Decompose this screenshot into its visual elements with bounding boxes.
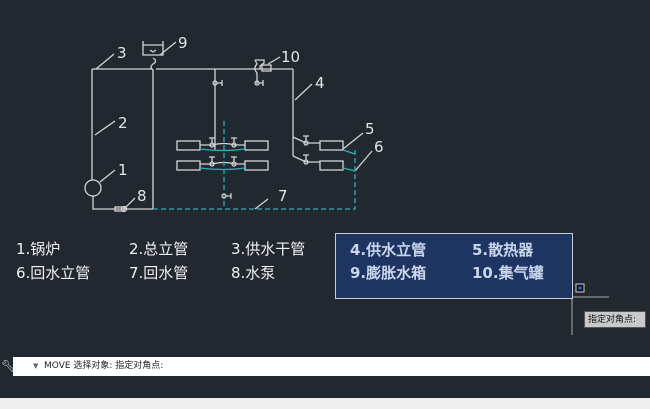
legend-item: 8.水泵: [231, 264, 276, 282]
selection-window[interactable]: 4.供水立管 5.散热器 9.膨胀水箱 10.集气罐: [335, 233, 573, 299]
return-lines: [153, 121, 356, 210]
legend-item: 1.锅炉: [16, 240, 61, 258]
label-7: 7: [278, 187, 288, 205]
command-history-arrow-icon[interactable]: ▼: [33, 362, 39, 370]
return-main: [153, 150, 356, 210]
pump-line: [92, 196, 153, 210]
label-6: 6: [374, 138, 384, 156]
return-branches: [199, 148, 356, 172]
radiator: [176, 140, 201, 151]
radiator: [319, 160, 344, 171]
label-8: 8: [137, 187, 147, 205]
selected-text: 4.供水立管: [350, 241, 427, 259]
radiator: [176, 160, 201, 171]
label-5: 5: [365, 120, 375, 138]
legend-item: 3.供水干管: [231, 240, 306, 258]
selected-text: 10.集气罐: [472, 264, 544, 282]
label-1: 1: [118, 161, 128, 179]
selected-text: 9.膨胀水箱: [350, 264, 427, 282]
legend-item: 6.回水立管: [16, 264, 91, 282]
label-10: 10: [281, 48, 300, 66]
label-2: 2: [118, 114, 128, 132]
supply-lines: [84, 41, 373, 213]
radiator: [244, 160, 269, 171]
status-bar: [0, 398, 650, 409]
selected-text: 5.散热器: [472, 241, 534, 259]
air-collector: [254, 59, 265, 84]
radiator: [319, 140, 344, 151]
wrench-icon[interactable]: 🔧︎: [1, 359, 17, 373]
label-9: 9: [178, 34, 188, 52]
label-4: 4: [315, 74, 325, 92]
command-text: MOVE 选择对象: 指定对角点:: [44, 361, 164, 371]
radiator: [244, 140, 269, 151]
dynamic-input-tooltip: 指定对角点:: [584, 311, 646, 328]
legend-item: 7.回水管: [129, 264, 189, 282]
command-line[interactable]: ▼ MOVE 选择对象: 指定对角点:: [13, 357, 650, 376]
label-3: 3: [117, 44, 127, 62]
expansion-tank: [142, 41, 164, 56]
callout-labels: 1 2 3 4 5 6 7 8 9 10: [117, 34, 384, 205]
expansion-riser: [150, 57, 157, 209]
boiler: [84, 179, 102, 197]
legend-item: 2.总立管: [129, 240, 189, 258]
